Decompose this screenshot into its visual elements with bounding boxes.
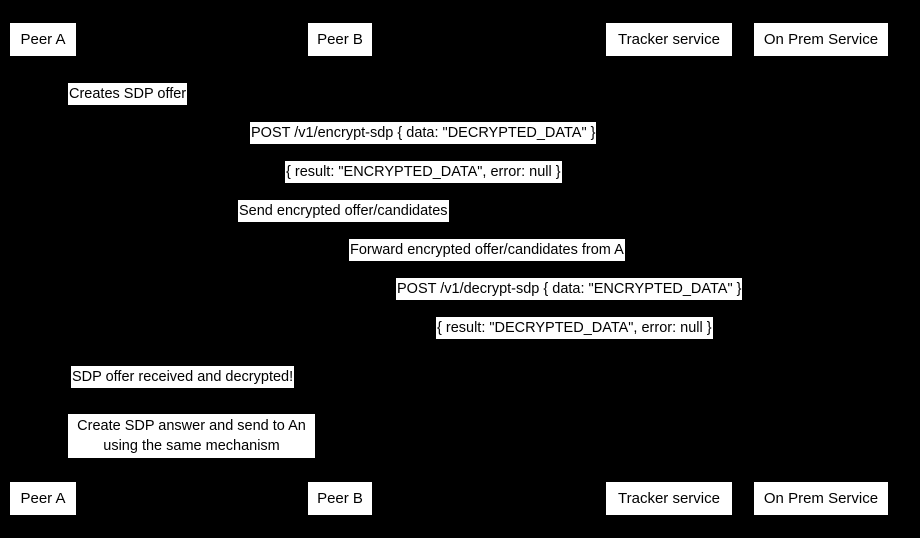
message-label-creates-sdp-offer: Creates SDP offer xyxy=(68,83,188,105)
arrow-forward-encrypted-offer xyxy=(340,263,669,264)
participant-on-prem-service-top[interactable]: On Prem Service xyxy=(753,22,889,57)
arrow-post-decrypt-sdp xyxy=(340,302,821,303)
message-label-create-sdp-answer: Create SDP answer and send to An using t… xyxy=(68,414,315,458)
message-label-result-encrypted-data: { result: "ENCRYPTED_DATA", error: null … xyxy=(285,161,562,183)
arrow-sdp-offer-received xyxy=(43,390,103,391)
message-label-sdp-offer-received: SDP offer received and decrypted! xyxy=(71,366,295,388)
arrow-send-encrypted-offer xyxy=(43,224,669,225)
arrow-post-encrypt-sdp xyxy=(43,146,821,147)
participant-tracker-service-top[interactable]: Tracker service xyxy=(605,22,733,57)
message-label-result-decrypted-data: { result: "DECRYPTED_DATA", error: null … xyxy=(436,317,713,339)
lifeline-on-prem-service xyxy=(821,57,822,481)
message-label-create-sdp-answer-line-2: using the same mechanism xyxy=(103,438,280,454)
participant-peer-a-bottom[interactable]: Peer A xyxy=(9,481,77,516)
participant-tracker-service-bottom[interactable]: Tracker service xyxy=(605,481,733,516)
lifeline-tracker-service xyxy=(669,57,670,481)
message-label-post-encrypt-sdp: POST /v1/encrypt-sdp { data: "DECRYPTED_… xyxy=(250,122,597,144)
lifeline-peer-b xyxy=(340,57,341,481)
arrow-result-encrypted-data xyxy=(43,185,821,186)
message-label-send-encrypted-offer: Send encrypted offer/candidates xyxy=(238,200,449,222)
message-label-forward-encrypted-offer: Forward encrypted offer/candidates from … xyxy=(349,239,625,261)
participant-peer-b-top[interactable]: Peer B xyxy=(307,22,373,57)
participant-peer-a-top[interactable]: Peer A xyxy=(9,22,77,57)
participant-on-prem-service-bottom[interactable]: On Prem Service xyxy=(753,481,889,516)
arrow-creates-sdp-offer xyxy=(43,107,103,108)
message-label-post-decrypt-sdp: POST /v1/decrypt-sdp { data: "ENCRYPTED_… xyxy=(396,278,743,300)
participant-peer-b-bottom[interactable]: Peer B xyxy=(307,481,373,516)
lifeline-peer-a xyxy=(43,57,44,481)
arrow-result-decrypted-data xyxy=(340,341,821,342)
message-label-create-sdp-answer-line-1: Create SDP answer and send to An xyxy=(77,418,306,434)
